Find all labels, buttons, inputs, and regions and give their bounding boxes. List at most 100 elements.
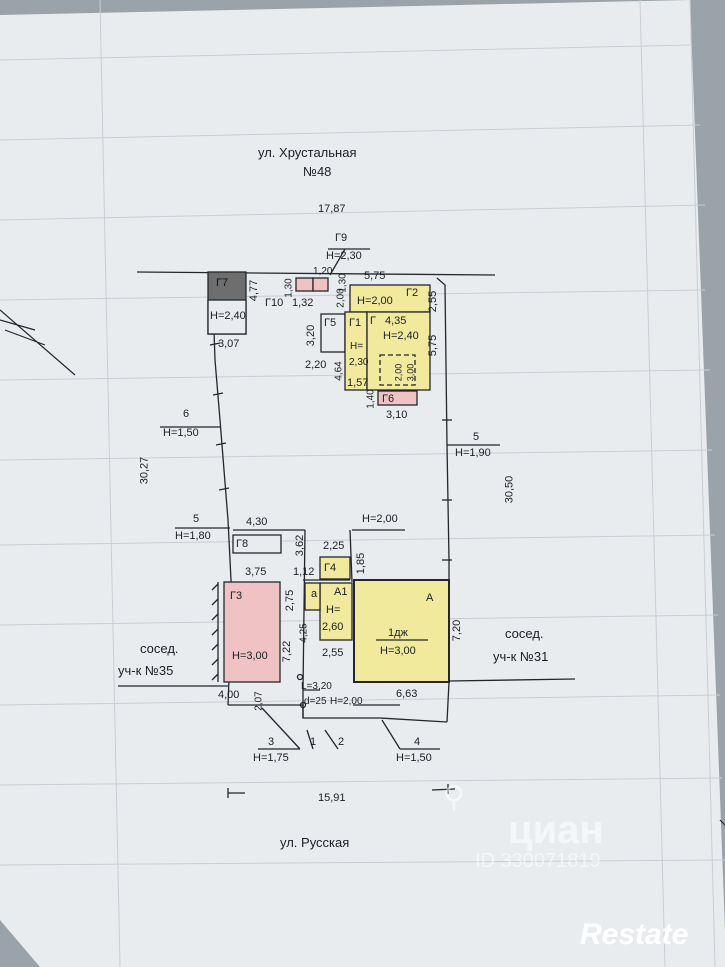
house-number: №48 (303, 164, 332, 179)
fence-2-num: 2 (338, 736, 345, 748)
building-g6 (377, 390, 418, 406)
label-g2: Г2 (406, 287, 419, 299)
fence-4-height: H=1,50 (396, 752, 432, 764)
fence-6-height: H=1,50 (163, 427, 199, 439)
dim-307: 3,07 (218, 338, 240, 350)
label-a1-sub: а (311, 588, 318, 600)
dim-400: 4,00 (218, 689, 240, 701)
label-g7-height: H=2,40 (210, 310, 246, 322)
label-a1-h: H= (326, 604, 341, 616)
label-g1-h2: 2,30 (349, 357, 369, 368)
neighbor-right-2: уч-к №31 (493, 649, 549, 664)
dim-255b: 2,55 (322, 647, 344, 659)
label-g6: Г6 (382, 393, 395, 405)
dim-157: 1,57 (347, 377, 369, 389)
dim-310: 3,10 (386, 409, 408, 421)
dim-430: 4,30 (246, 516, 268, 528)
dim-140: 1,40 (365, 389, 377, 409)
building-a1 (319, 582, 353, 641)
neighbor-left-1: сосед. (140, 641, 179, 656)
fence-3-num: 3 (268, 736, 275, 748)
dim-720: 7,20 (451, 619, 464, 642)
dim-120: 1,20 (313, 266, 333, 277)
building-g4 (319, 556, 351, 580)
dim-185: 1,85 (355, 552, 368, 575)
label-g-inner-a: 2,00 (393, 363, 404, 382)
dim-575b: 5,75 (427, 334, 440, 357)
dim-464: 4,64 (333, 361, 345, 381)
cian-id-watermark: ID 330071819 (475, 850, 601, 872)
neighbor-left-2: уч-к №35 (118, 663, 174, 678)
fence-5l-num: 5 (193, 513, 200, 525)
building-a1-sub (304, 582, 321, 611)
dim-375: 3,75 (245, 566, 267, 578)
dim-200: 2,00 (335, 288, 347, 308)
dim-575a: 5,75 (364, 270, 386, 282)
label-g2-height: H=2,00 (357, 295, 393, 307)
dim-275: 2,75 (284, 589, 297, 612)
dim-207: 2,07 (253, 691, 265, 711)
label-a-height: H=3,00 (380, 645, 416, 657)
dim-g10-label: Г10 (265, 297, 284, 309)
label-a-title: 1дж (388, 627, 408, 639)
wall-hatching (211, 582, 219, 682)
dim-bottom-width: 15,91 (318, 792, 346, 804)
plot-lines (118, 248, 576, 798)
fence-3-height: H=1,75 (253, 752, 289, 764)
label-g7: Г7 (216, 277, 229, 289)
building-g3 (223, 581, 281, 683)
label-g8: Г8 (236, 538, 249, 550)
neighbor-right-1: сосед. (505, 626, 544, 641)
fence-4-num: 4 (414, 736, 421, 748)
dim-top-width: 17,87 (318, 203, 346, 215)
street-top-label: ул. Хрустальная (258, 145, 357, 160)
building-g2 (349, 284, 431, 313)
label-g5: Г5 (324, 317, 337, 329)
label-g3: Г3 (230, 590, 243, 602)
building-g10 (295, 277, 314, 292)
building-g (366, 311, 431, 391)
fence-5l-height: H=1,80 (175, 530, 211, 542)
dim-112: 1,12 (293, 566, 315, 578)
building-g8 (232, 534, 282, 554)
building-a (353, 579, 450, 683)
dim-right-side: 30,50 (503, 475, 516, 504)
building-g-inner (379, 354, 416, 386)
label-g3-height: H=3,00 (232, 650, 268, 662)
dim-663: 6,63 (396, 688, 418, 700)
gate-length: L=3,20 (301, 681, 332, 692)
gate-diameter: d=25 (304, 696, 327, 707)
label-a: А (426, 592, 434, 604)
label-g1: Г1 (349, 317, 362, 329)
fence-6-num: 6 (183, 408, 190, 420)
fence-5r-num: 5 (473, 431, 480, 443)
dim-477: 4,77 (248, 279, 261, 302)
dim-255: 2,55 (427, 290, 440, 313)
dim-425: 4,25 (298, 623, 310, 643)
dim-320: 3,20 (305, 324, 318, 347)
label-g9: Г9 (335, 232, 348, 244)
label-g1-h: H= (350, 341, 364, 352)
label-g-inner: 3,00 (405, 363, 416, 382)
label-a1: А1 (334, 586, 348, 598)
street-bottom-label: ул. Русская (280, 835, 350, 850)
label-g4: Г4 (324, 562, 337, 574)
label-g: Г (370, 315, 376, 327)
buildings (207, 271, 450, 683)
fence-top-height: H=2,00 (362, 513, 398, 525)
dim-132: 1,32 (292, 297, 314, 309)
dim-225: 2,25 (323, 540, 345, 552)
fence-5r-height: H=1,90 (455, 447, 491, 459)
label-g9-height: H=2,30 (326, 250, 362, 262)
label-g-height: H=2,40 (383, 330, 419, 342)
dim-362: 3,62 (294, 534, 307, 557)
dim-435: 4,35 (385, 315, 407, 327)
gate-height: H=2,00 (330, 696, 363, 707)
dim-722: 7,22 (281, 640, 294, 663)
dim-left-side: 30,27 (138, 456, 151, 485)
dim-220: 2,20 (305, 359, 327, 371)
cian-watermark: циан (508, 808, 604, 852)
dim-130a: 1,30 (283, 278, 295, 298)
cian-logo-icon: ⚲ (443, 781, 465, 814)
